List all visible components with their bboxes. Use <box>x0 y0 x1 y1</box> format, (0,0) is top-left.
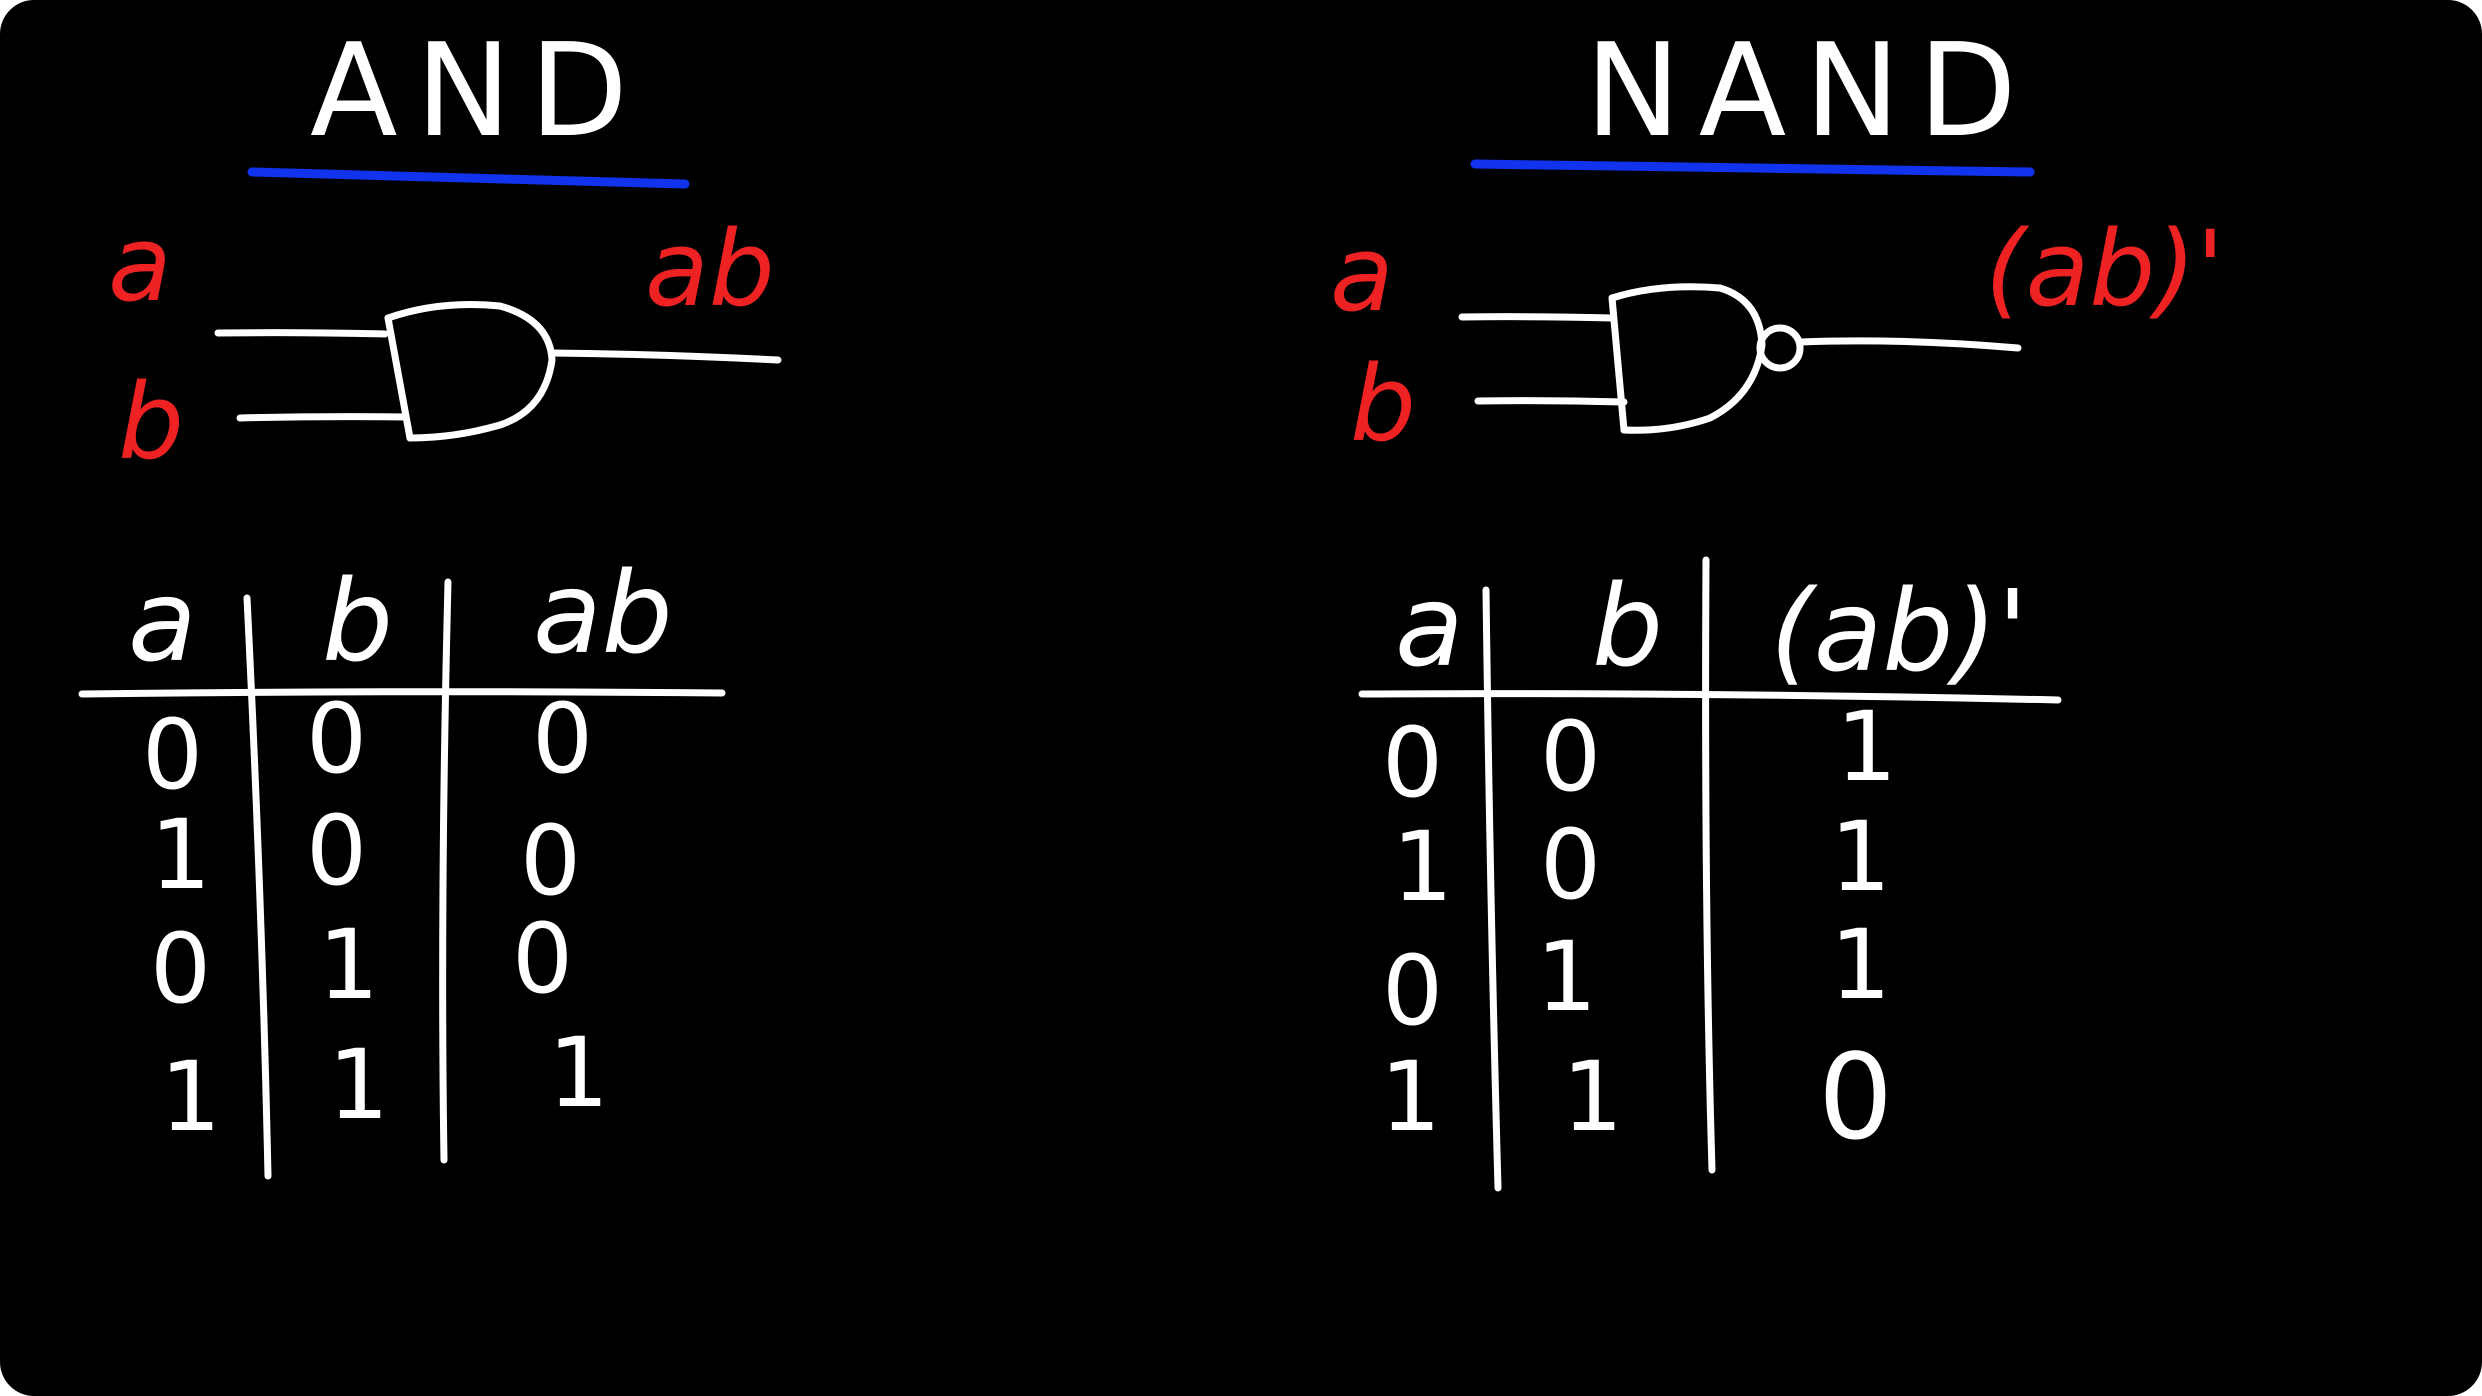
and-input-wire-a <box>214 329 389 338</box>
nand-table-divider-2 <box>1702 556 1716 1174</box>
nand-cell-r1-a: 0 <box>1382 707 1443 819</box>
and-cell-r4-ab: 1 <box>548 1017 609 1129</box>
and-cell-r2-ab: 0 <box>520 805 581 917</box>
and-table-divider-1 <box>243 594 272 1180</box>
nand-panel: NAND a b (ab)' a b (ab)' 0 0 1 1 0 1 <box>1330 17 2224 1192</box>
and-header-a: a <box>128 557 197 687</box>
and-cell-r1-a: 0 <box>142 699 203 811</box>
nand-input-label-b: b <box>1350 343 1416 465</box>
nand-cell-r3-nand: 1 <box>1830 909 1891 1021</box>
and-cell-r3-a: 0 <box>150 913 211 1025</box>
nand-header-a: a <box>1395 562 1464 692</box>
and-cell-r1-ab: 0 <box>532 683 593 795</box>
and-panel: AND a b ab a b ab 0 0 0 1 0 0 0 <box>78 17 782 1180</box>
nand-cell-r3-a: 0 <box>1382 935 1443 1047</box>
nand-title: NAND <box>1585 17 2035 166</box>
nand-gate <box>1458 283 2022 434</box>
and-gate <box>214 301 782 442</box>
nand-cell-r4-a: 1 <box>1380 1041 1441 1153</box>
nand-cell-r4-nand: 0 <box>1818 1028 1893 1166</box>
and-truth-table: a b ab 0 0 0 1 0 0 0 1 0 1 1 1 <box>78 549 726 1180</box>
nand-input-label-a: a <box>1330 213 1394 335</box>
and-table-divider-2 <box>439 578 452 1164</box>
nand-input-wire-b <box>1474 397 1628 406</box>
and-title: AND <box>310 17 646 166</box>
nand-cell-r1-b: 0 <box>1540 701 1601 813</box>
nand-inversion-bubble <box>1756 324 1804 372</box>
and-cell-r2-b: 0 <box>306 795 367 907</box>
and-table-header-rule <box>78 688 726 698</box>
and-input-label-b: b <box>118 361 184 483</box>
nand-output-label: (ab)' <box>1985 208 2224 330</box>
and-cell-r2-a: 1 <box>150 799 211 911</box>
and-gate-back <box>384 314 414 442</box>
nand-truth-table: a b (ab)' 0 0 1 1 0 1 0 1 1 1 1 0 <box>1358 556 2062 1192</box>
nand-header-b: b <box>1592 562 1663 692</box>
nand-cell-r4-b: 1 <box>1562 1041 1623 1153</box>
nand-cell-r2-a: 1 <box>1392 811 1453 923</box>
and-input-wire-b <box>236 413 409 422</box>
nand-gate-back <box>1608 294 1628 434</box>
nand-cell-r2-nand: 1 <box>1830 801 1891 913</box>
and-output-wire <box>548 349 782 364</box>
nand-cell-r3-b: 1 <box>1536 921 1597 1033</box>
and-header-ab: ab <box>533 549 673 679</box>
and-cell-r1-b: 0 <box>306 683 367 795</box>
and-title-underline <box>247 167 690 189</box>
and-input-label-a: a <box>108 203 172 325</box>
nand-header-nand: (ab)' <box>1770 567 2028 697</box>
and-gate-body <box>384 301 556 442</box>
nand-table-divider-1 <box>1482 586 1502 1192</box>
nand-title-underline <box>1470 159 2035 177</box>
and-header-b: b <box>322 557 393 687</box>
and-cell-r3-ab: 0 <box>512 903 573 1015</box>
nand-output-wire <box>1796 337 2022 352</box>
nand-gate-body <box>1608 283 1766 434</box>
and-cell-r3-b: 1 <box>318 909 379 1021</box>
and-cell-r4-a: 1 <box>160 1041 221 1153</box>
and-output-label: ab <box>645 208 775 330</box>
nand-cell-r2-b: 0 <box>1540 809 1601 921</box>
nand-cell-r1-nand: 1 <box>1836 691 1897 803</box>
and-cell-r4-b: 1 <box>328 1029 389 1141</box>
nand-input-wire-a <box>1458 313 1616 322</box>
